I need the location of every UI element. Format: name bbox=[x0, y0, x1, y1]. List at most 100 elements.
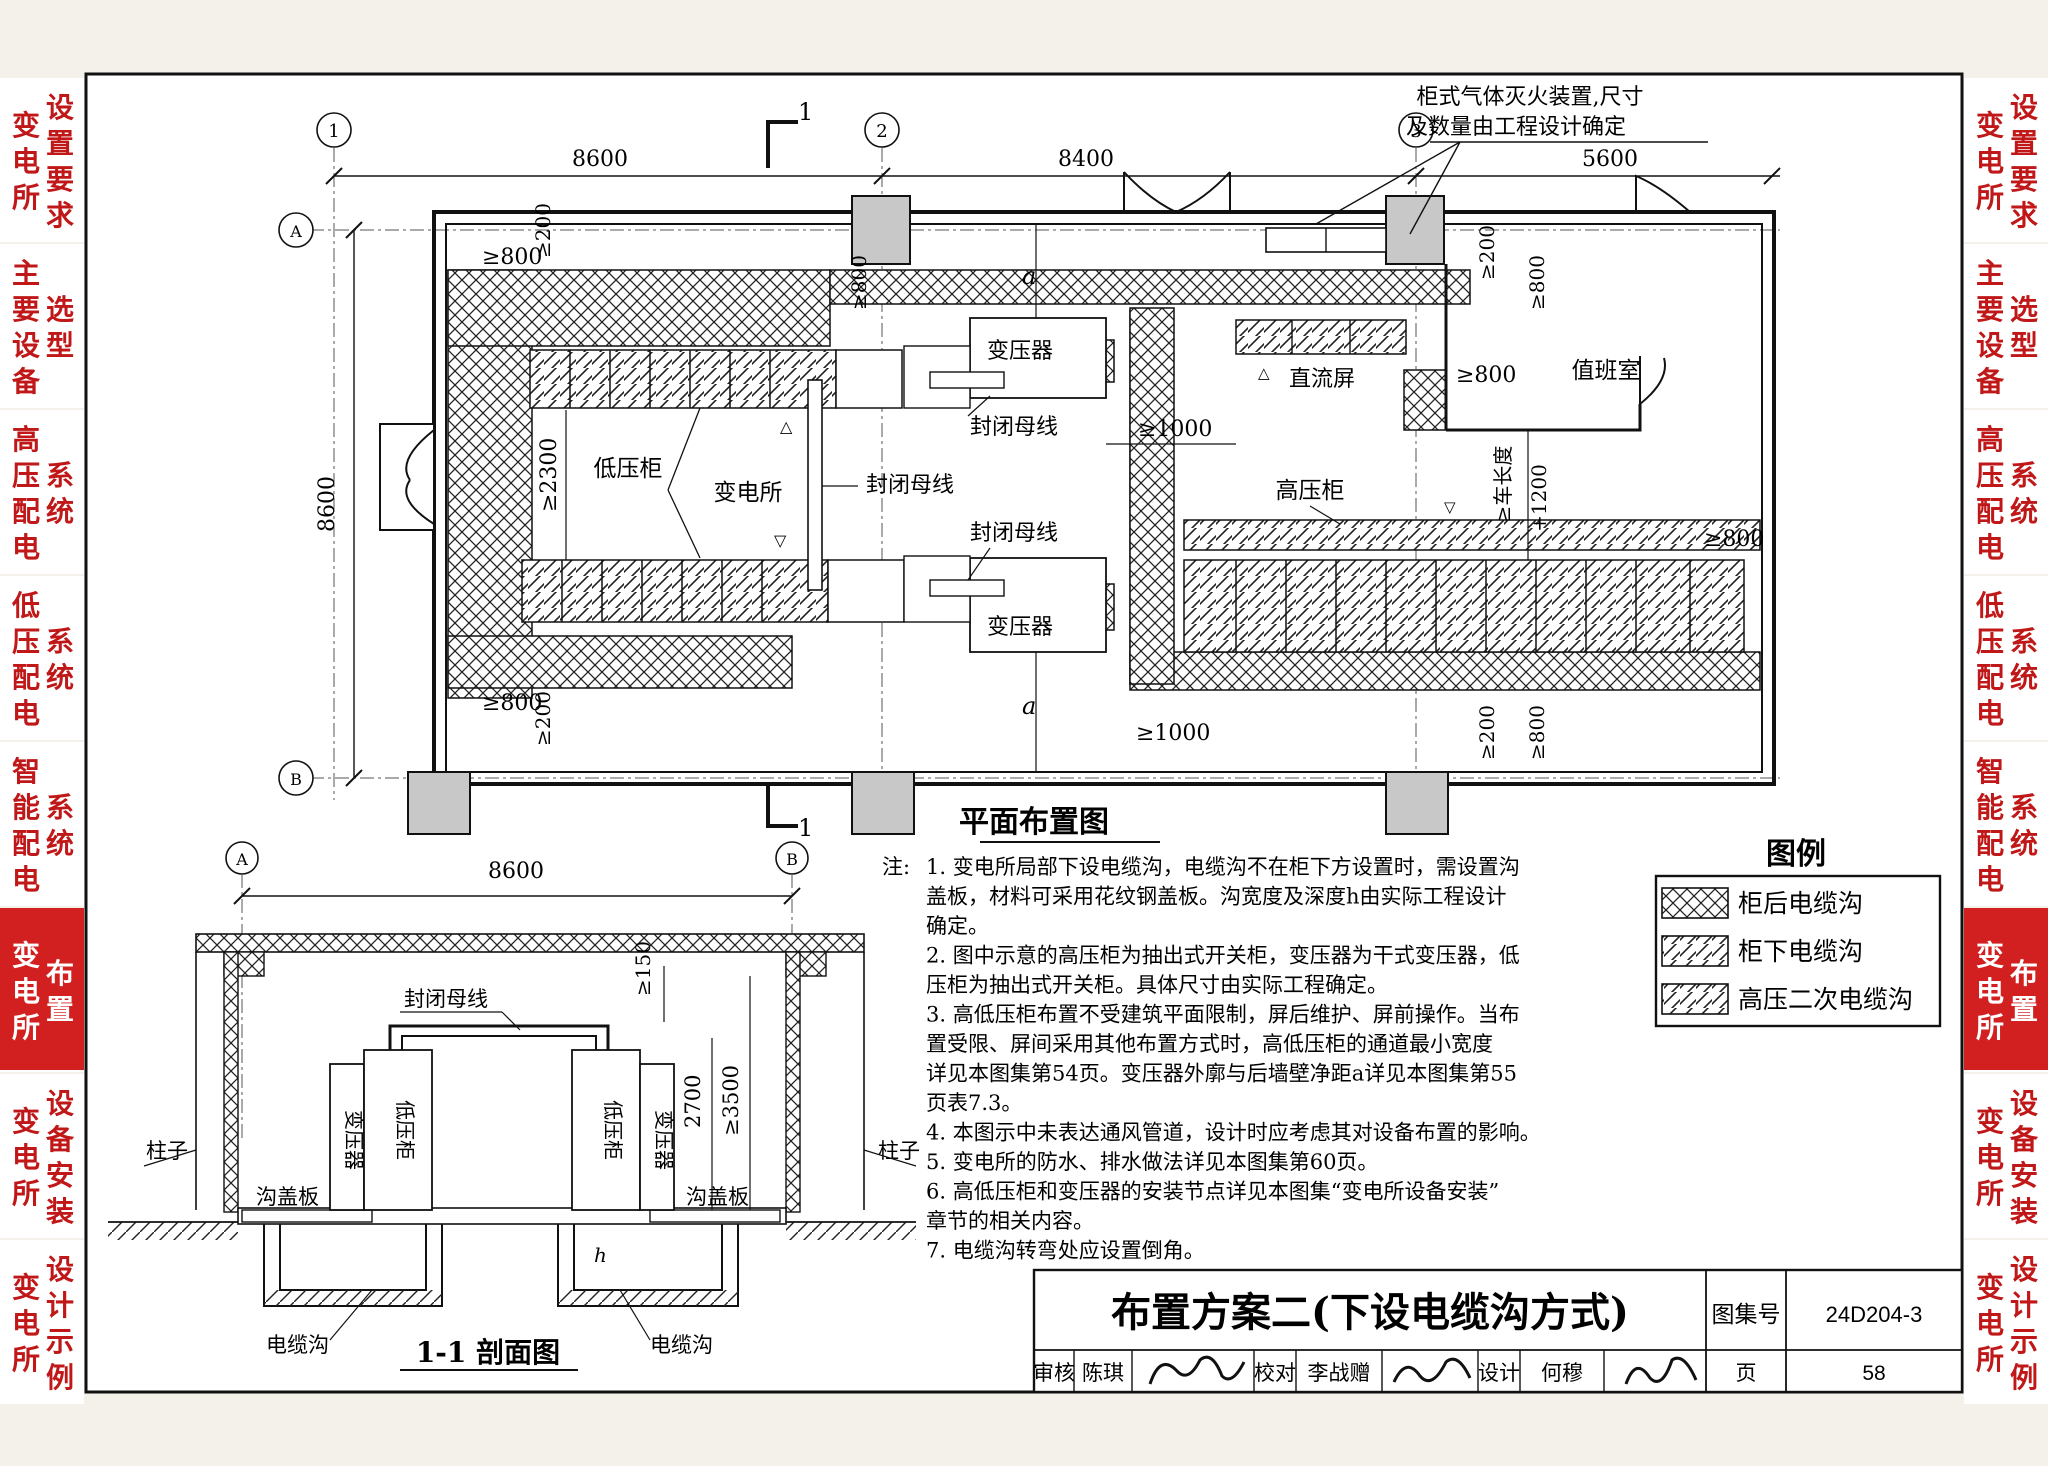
tab-char: 设 bbox=[12, 329, 40, 362]
section-view: A B 8600 变压器 低压 bbox=[108, 841, 920, 1371]
clear-800-ne: ≥800 bbox=[1525, 255, 1549, 310]
note-line: 详见本图集第54页。变压器外廓与后墙壁净距a详见本图集第55 bbox=[926, 1062, 1517, 1086]
tab-char: 设 bbox=[2010, 91, 2038, 124]
tab-char: 变 bbox=[1976, 939, 2004, 972]
note-line: 确定。 bbox=[926, 914, 989, 938]
tab-char: 设 bbox=[1976, 329, 2004, 362]
tab-char: 压 bbox=[1976, 459, 2004, 492]
atlas-number: 24D204-3 bbox=[1826, 1302, 1923, 1327]
note-line: 3. 高低压柜布置不受建筑平面限制，屏后维护、屏前操作。当布 bbox=[926, 1003, 1520, 1027]
hv-secondary-trench bbox=[1183, 519, 1761, 551]
section-transformer-right: 变压器 bbox=[652, 1110, 676, 1170]
tab-char: 型 bbox=[46, 329, 74, 362]
tab-0[interactable]: 变电所设置要求 bbox=[1964, 78, 2048, 242]
section-lv-right: 低压柜 bbox=[601, 1100, 625, 1160]
designer-name: 何穆 bbox=[1541, 1361, 1583, 1385]
reviewer-name: 陈琪 bbox=[1082, 1361, 1124, 1385]
tab-char: 系 bbox=[2010, 625, 2038, 658]
tab-char: 主 bbox=[12, 257, 40, 290]
tab-char: 电 bbox=[12, 975, 40, 1008]
axis-bubble-A bbox=[278, 212, 314, 248]
notes: 注: 1. 变电所局部下设电缆沟，电缆沟不在柜下方设置时，需设置沟 盖板，材料可… bbox=[882, 855, 1541, 1263]
tab-char: 要 bbox=[1976, 293, 2004, 326]
section-dim-2700: 2700 bbox=[681, 1075, 705, 1128]
tab-1[interactable]: 主要设备选型 bbox=[1964, 244, 2048, 408]
tab-5[interactable]: 变电所布置 bbox=[0, 908, 84, 1072]
tab-6[interactable]: 变电所设备安装 bbox=[0, 1074, 84, 1238]
drawing-title: 布置方案二(下设电缆沟方式) bbox=[1111, 1289, 1629, 1336]
section-column-right: 柱子 bbox=[878, 1139, 920, 1163]
tab-char: 系 bbox=[46, 625, 74, 658]
clear-2300: ≥2300 bbox=[537, 438, 562, 512]
clear-800-hv: ≥800 bbox=[1704, 527, 1764, 552]
legend-title: 图例 bbox=[1766, 837, 1826, 872]
axis-bubble-2 bbox=[864, 112, 900, 148]
tab-5[interactable]: 变电所布置 bbox=[1964, 908, 2048, 1072]
note-line: 盖板，材料可采用花纹钢盖板。沟宽度及深度h由实际工程设计 bbox=[926, 885, 1507, 909]
section-title: 1-1 剖面图 bbox=[416, 1336, 560, 1369]
tab-char: 装 bbox=[2010, 1195, 2038, 1228]
tab-char: 装 bbox=[46, 1195, 74, 1228]
clear-800-lv-top: ≥800 bbox=[847, 255, 871, 310]
busway-vertical bbox=[807, 379, 823, 591]
clear-200-sw: ≥200 bbox=[531, 691, 555, 746]
axis-bubble-B bbox=[278, 760, 314, 796]
tab-2[interactable]: 高压配电系统 bbox=[1964, 410, 2048, 574]
tab-char: 要 bbox=[46, 163, 74, 196]
column bbox=[1385, 771, 1449, 835]
hv-cabinet-label: 高压柜 bbox=[1276, 478, 1345, 504]
review-label: 审核 bbox=[1033, 1361, 1075, 1385]
tab-char: 电 bbox=[12, 697, 40, 730]
tab-7[interactable]: 变电所设计示例 bbox=[0, 1240, 84, 1404]
lv-cabinet-label: 低压柜 bbox=[594, 456, 663, 482]
svg-text:△: △ bbox=[780, 417, 793, 436]
tab-4[interactable]: 智能配电系统 bbox=[0, 742, 84, 906]
title-block: 布置方案二(下设电缆沟方式) 图集号 24D204-3 审核 陈琪 校对 李战赠… bbox=[1032, 1268, 1964, 1394]
tab-char: 电 bbox=[1976, 1307, 2004, 1340]
tab-char: 求 bbox=[46, 199, 74, 232]
tab-7[interactable]: 变电所设计示例 bbox=[1964, 1240, 2048, 1404]
dc-panel bbox=[1235, 319, 1407, 355]
svg-text:△: △ bbox=[1258, 364, 1270, 382]
note-line: 压柜为抽出式开关柜。具体尺寸由实际工程确定。 bbox=[926, 973, 1388, 997]
section-axis-A: A bbox=[235, 850, 248, 869]
tab-char: 电 bbox=[12, 145, 40, 178]
floor-plan: 1 2 3 A B 8600 8400 5600 8600 1 1 bbox=[278, 85, 1781, 843]
tab-3[interactable]: 低压配电系统 bbox=[0, 576, 84, 740]
tab-char: 统 bbox=[2010, 827, 2038, 860]
tab-6[interactable]: 变电所设备安装 bbox=[1964, 1074, 2048, 1238]
clear-800-se: ≥800 bbox=[1525, 705, 1549, 760]
section-trench-right: 电缆沟 bbox=[650, 1333, 713, 1357]
tab-char: 设 bbox=[2010, 1087, 2038, 1120]
tab-char: 所 bbox=[12, 1343, 40, 1376]
tab-char: 置 bbox=[2010, 127, 2038, 160]
tab-char: 系 bbox=[2010, 459, 2038, 492]
tab-char: 压 bbox=[12, 459, 40, 492]
tab-0[interactable]: 变电所设置要求 bbox=[0, 78, 84, 242]
section-axis-B: B bbox=[786, 850, 798, 869]
tab-char: 配 bbox=[1976, 495, 2004, 528]
tab-char: 配 bbox=[12, 661, 40, 694]
clear-1000-mid: ≥1000 bbox=[1138, 417, 1212, 442]
note-line: 章节的相关内容。 bbox=[926, 1209, 1094, 1233]
dim-span-3: 5600 bbox=[1582, 147, 1638, 172]
tab-char: 高 bbox=[12, 423, 40, 456]
tab-char: 能 bbox=[1976, 791, 2004, 824]
tab-1[interactable]: 主要设备选型 bbox=[0, 244, 84, 408]
tab-char: 例 bbox=[2010, 1361, 2038, 1394]
tab-char: 所 bbox=[1976, 1177, 2004, 1210]
reviewer-signature bbox=[1148, 1355, 1246, 1385]
busway-lower bbox=[929, 579, 1005, 597]
tab-4[interactable]: 智能配电系统 bbox=[1964, 742, 2048, 906]
tab-char: 设 bbox=[46, 1087, 74, 1120]
section-span: 8600 bbox=[488, 859, 544, 884]
svg-text:▽: ▽ bbox=[1444, 498, 1456, 516]
tab-3[interactable]: 低压配电系统 bbox=[1964, 576, 2048, 740]
clear-1000-bottom: ≥1000 bbox=[1136, 721, 1210, 746]
tab-2[interactable]: 高压配电系统 bbox=[0, 410, 84, 574]
legend-swatch-rear bbox=[1661, 887, 1729, 919]
tab-char: 备 bbox=[45, 1123, 75, 1156]
tab-char: 压 bbox=[1976, 625, 2004, 658]
tab-char: 变 bbox=[12, 109, 40, 142]
tab-char: 变 bbox=[1976, 1271, 2004, 1304]
